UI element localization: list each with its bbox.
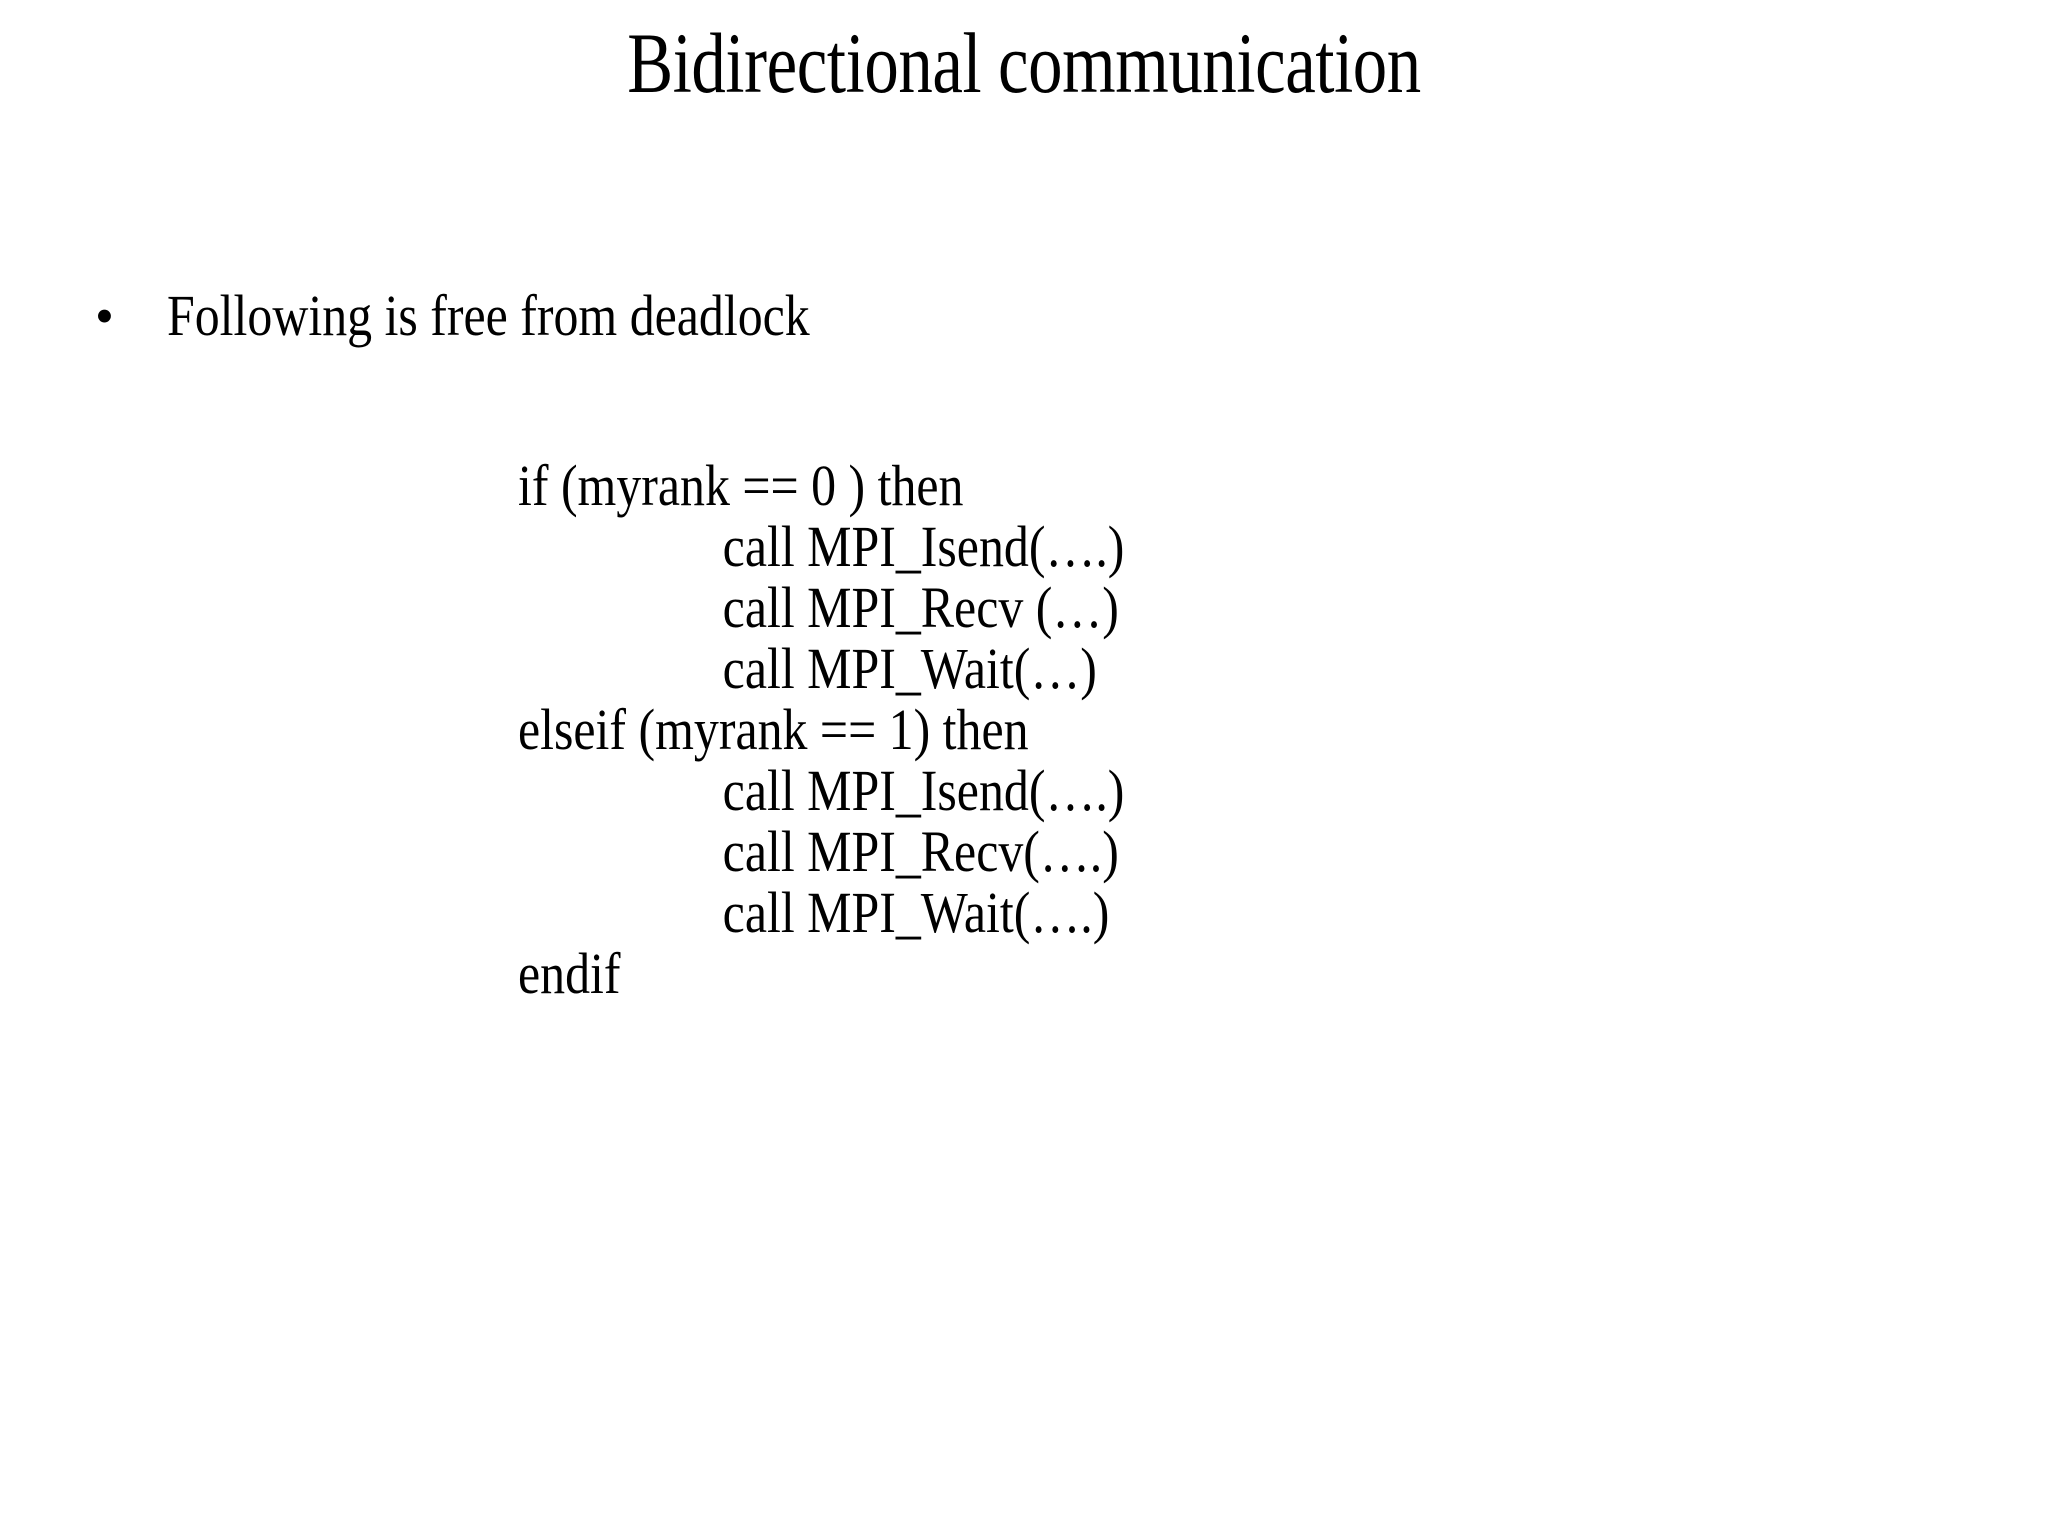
code-line: call MPI_Wait(….): [722, 880, 1110, 945]
code-line: elseif (myrank == 1) then: [518, 697, 1029, 762]
code-line: call MPI_Recv (…): [722, 575, 1119, 640]
code-line: endif: [518, 941, 621, 1006]
slide-footer: NATIONAL PARTNERSHIP FOR ADVANCED COMPUT…: [0, 1386, 2048, 1536]
code-line: if (myrank == 0 ) then: [518, 453, 964, 518]
code-line: call MPI_Wait(…): [722, 636, 1097, 701]
bullet-point-icon: •: [95, 286, 114, 346]
bullet-item: • Following is free from deadlock: [95, 285, 914, 347]
page-title: Bidirectional communication: [627, 15, 1421, 111]
code-line: call MPI_Recv(….): [722, 819, 1119, 884]
bullet-item-label: Following is free from deadlock: [167, 283, 810, 348]
code-line: call MPI_Isend(….): [722, 514, 1125, 579]
code-line: call MPI_Isend(….): [722, 758, 1125, 823]
